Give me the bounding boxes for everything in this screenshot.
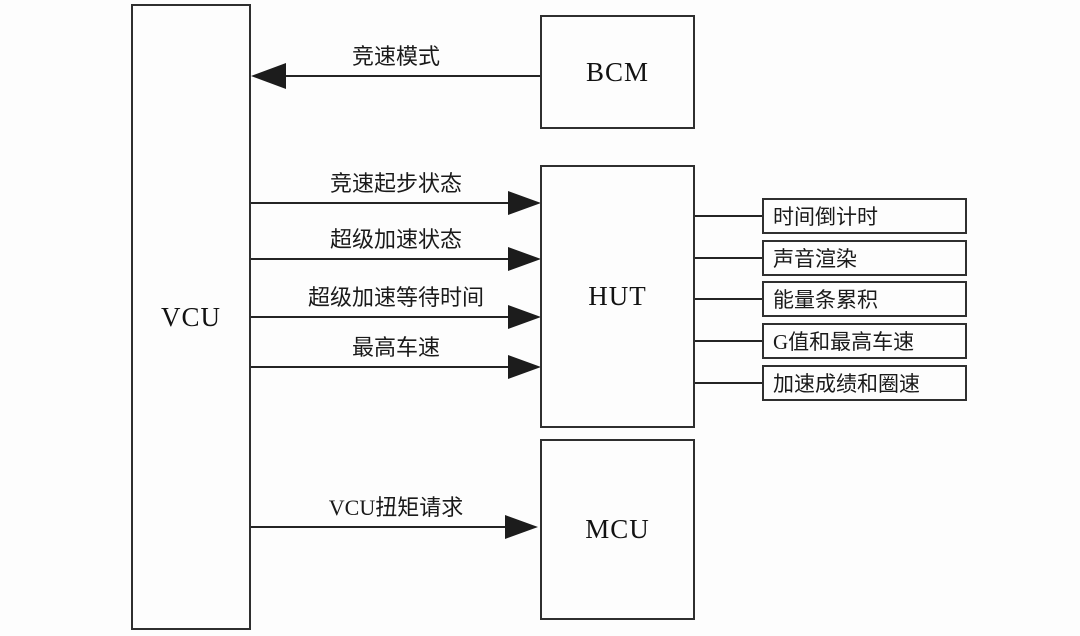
arrow-vcu-to-mcu-torque xyxy=(251,515,538,539)
node-mcu: MCU xyxy=(540,439,695,620)
signal-label-max-speed: 最高车速 xyxy=(351,335,440,360)
hut-output-label: 加速成绩和圈速 xyxy=(773,372,920,396)
node-bcm: BCM xyxy=(540,15,695,129)
hut-output-label: G值和最高车速 xyxy=(773,330,915,354)
hut-output-label: 声音渲染 xyxy=(773,247,857,271)
node-hut-label: HUT xyxy=(588,281,647,311)
arrow-vcu-to-hut-max-speed xyxy=(251,355,541,379)
hut-output-box-energy-bar: 能量条累积 xyxy=(762,281,967,317)
arrow-vcu-to-hut-super-accel-wait xyxy=(251,305,541,329)
hut-output-label: 时间倒计时 xyxy=(773,205,878,229)
hut-output-box-gvalue-max-speed: G值和最高车速 xyxy=(762,323,967,359)
arrow-vcu-to-hut-race-start xyxy=(251,191,541,215)
signal-label-racing-mode: 竞速模式 xyxy=(351,44,440,69)
node-hut: HUT xyxy=(540,165,695,428)
signal-label-super-accel-wait-time: 超级加速等待时间 xyxy=(307,285,484,310)
node-vcu: VCU xyxy=(131,4,251,630)
node-mcu-label: MCU xyxy=(585,514,650,544)
arrow-vcu-to-hut-super-accel-status xyxy=(251,247,541,271)
hut-output-box-accel-result-laptime: 加速成绩和圈速 xyxy=(762,365,967,401)
node-vcu-label: VCU xyxy=(160,301,221,332)
signal-label-super-accel-status: 超级加速状态 xyxy=(329,227,462,252)
signal-label-race-start-status: 竞速起步状态 xyxy=(329,171,462,196)
arrow-bcm-to-vcu xyxy=(251,63,540,89)
hut-output-box-countdown: 时间倒计时 xyxy=(762,198,967,234)
hut-output-connectors xyxy=(695,215,762,384)
hut-output-label: 能量条累积 xyxy=(773,288,878,312)
node-bcm-label: BCM xyxy=(585,56,650,87)
hut-output-box-sound-render: 声音渲染 xyxy=(762,240,967,276)
signal-label-vcu-torque-request: VCU扭矩请求 xyxy=(328,495,464,520)
